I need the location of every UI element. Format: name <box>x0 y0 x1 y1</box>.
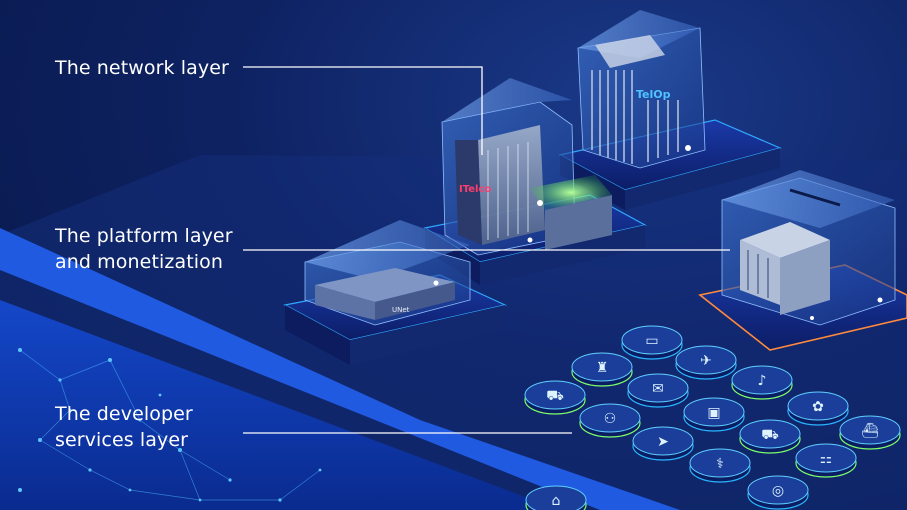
lower-floor <box>0 300 560 510</box>
car-icon: ⛟ <box>524 380 586 415</box>
plane-icon: ✈ <box>675 345 737 380</box>
svg-text:⛟: ⛟ <box>761 427 779 443</box>
platform-layer-line-1: The platform layer <box>55 225 233 247</box>
svg-text:✈: ✈ <box>700 353 712 369</box>
svg-text:⌂: ⌂ <box>552 493 561 509</box>
train-icon: ♜ <box>571 352 633 387</box>
svg-text:♪: ♪ <box>758 373 767 389</box>
monitor-icon: ▭ <box>621 325 683 360</box>
tag-icon: ⌂ <box>525 485 587 510</box>
bank-building <box>721 170 896 326</box>
svg-text:➤: ➤ <box>657 434 669 450</box>
telop-sign: TelOp <box>636 88 671 101</box>
svg-text:⚇: ⚇ <box>604 411 617 427</box>
plant-icon: ✿ <box>787 391 849 426</box>
telop-building: TelOp <box>577 10 706 169</box>
network-lines <box>19 349 321 501</box>
developer-layer-label: The developer services layer <box>55 401 193 453</box>
chat-icon: ✉ <box>627 373 689 408</box>
stethoscope-icon: ⚕ <box>689 448 751 483</box>
platform-layer-line-2: and monetization <box>55 251 223 273</box>
screen-icon: ▣ <box>683 397 745 432</box>
itelco-building: ITelco <box>441 78 612 256</box>
itelco-sign: ITelco <box>459 184 491 195</box>
network-layer-text: The network layer <box>55 57 229 79</box>
svg-text:✉: ✉ <box>652 381 664 397</box>
svg-text:⚕: ⚕ <box>716 456 724 472</box>
send-icon: ➤ <box>632 426 694 461</box>
svg-text:▣: ▣ <box>707 405 720 421</box>
svg-text:◎: ◎ <box>772 483 784 499</box>
svg-text:♜: ♜ <box>596 360 609 376</box>
svg-text:⚏: ⚏ <box>820 451 833 467</box>
bus-icon: ⚏ <box>795 443 857 478</box>
svg-text:✿: ✿ <box>812 399 824 415</box>
developer-layer-line-1: The developer <box>55 403 193 425</box>
phone-icon: ◎ <box>747 475 809 510</box>
music-icon: ♪ <box>731 365 793 400</box>
leader-lines <box>243 66 730 434</box>
ship-icon: ⛴ <box>839 415 901 450</box>
svg-text:▭: ▭ <box>645 333 658 349</box>
network-layer-label: The network layer <box>55 55 229 81</box>
platform-layer-label: The platform layer and monetization <box>55 223 233 275</box>
truck-icon: ⛟ <box>739 419 801 454</box>
app-icon-keypad: ▭ ♜ ✈ ⛟ ✉ ♪ ✿ ⚇ ▣ ⛴ ➤ ⛟ ⚕ ⚏ ◎ ⌂ <box>524 325 901 510</box>
gamepad-icon: ⚇ <box>579 403 641 438</box>
unet-sign: UNet <box>392 306 410 314</box>
network-leader-line <box>243 66 483 155</box>
svg-text:⛟: ⛟ <box>546 388 564 404</box>
svg-text:⛴: ⛴ <box>861 423 879 439</box>
developer-layer-line-2: services layer <box>55 429 189 451</box>
